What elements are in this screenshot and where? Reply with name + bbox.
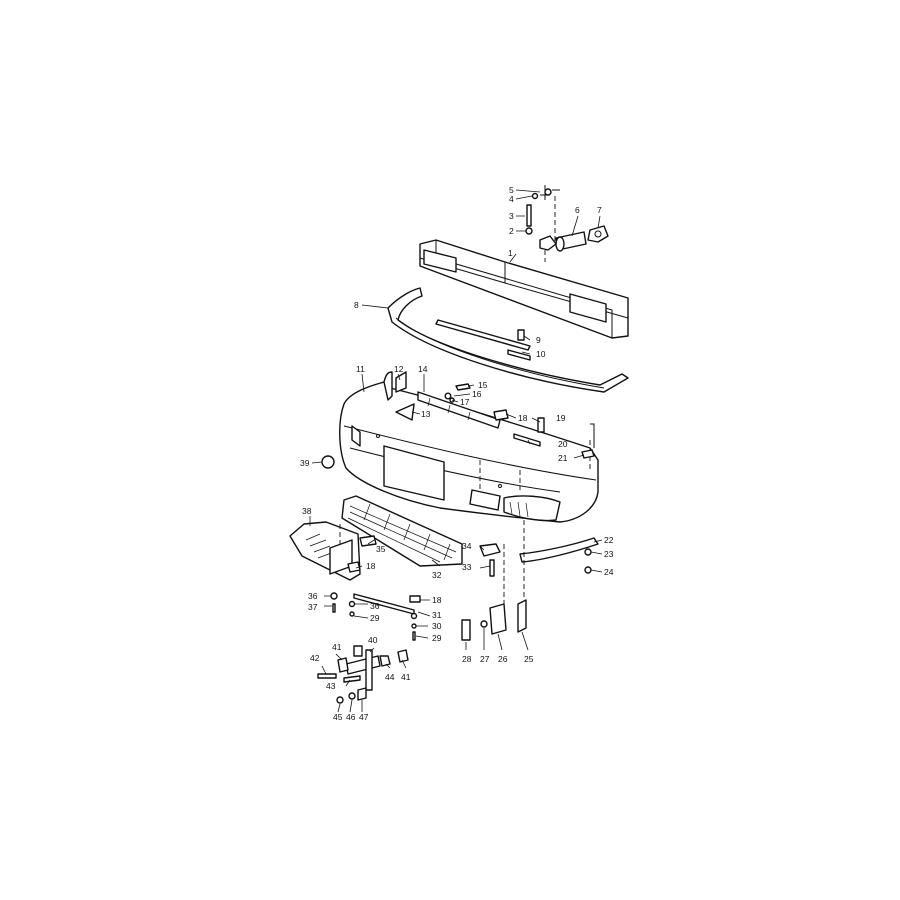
leader-lines bbox=[309, 189, 603, 713]
callout-18c: 18 bbox=[432, 595, 442, 605]
callout-24: 24 bbox=[604, 567, 614, 577]
upper-trim-strip bbox=[387, 287, 629, 393]
grille bbox=[341, 495, 463, 567]
callout-1: 1 bbox=[508, 248, 513, 258]
callout-19: 19 bbox=[556, 413, 566, 423]
callout-16: 16 bbox=[472, 389, 482, 399]
callout-38: 38 bbox=[302, 506, 312, 516]
callout-34: 34 bbox=[462, 541, 472, 551]
callout-13: 13 bbox=[421, 409, 431, 419]
callout-45: 45 bbox=[333, 712, 343, 722]
cap-plug bbox=[321, 455, 335, 469]
undertray bbox=[289, 521, 361, 581]
callout-9: 9 bbox=[536, 335, 541, 345]
callout-8: 8 bbox=[354, 300, 359, 310]
lower-mount bbox=[317, 645, 409, 704]
callout-41b: 41 bbox=[401, 672, 411, 682]
callout-20: 20 bbox=[558, 439, 568, 449]
callout-29a: 29 bbox=[370, 613, 380, 623]
cover-fasteners bbox=[444, 383, 595, 459]
callout-46: 46 bbox=[346, 712, 356, 722]
callout-28: 28 bbox=[462, 654, 472, 664]
callout-42: 42 bbox=[310, 653, 320, 663]
callout-15: 15 bbox=[478, 380, 488, 390]
callout-23: 23 bbox=[604, 549, 614, 559]
callout-40: 40 bbox=[368, 635, 378, 645]
callout-12: 12 bbox=[394, 364, 404, 374]
callout-14: 14 bbox=[418, 364, 428, 374]
callout-36b: 36 bbox=[370, 601, 380, 611]
callout-31: 31 bbox=[432, 610, 442, 620]
callout-5: 5 bbox=[509, 185, 514, 195]
callout-7: 7 bbox=[597, 205, 602, 215]
trim-retainer bbox=[435, 319, 531, 361]
callout-25: 25 bbox=[524, 654, 534, 664]
callout-22: 22 bbox=[604, 535, 614, 545]
bumper-cover bbox=[339, 371, 599, 523]
callout-35: 35 bbox=[376, 544, 386, 554]
grille-clip bbox=[479, 543, 501, 577]
mount-hardware bbox=[525, 185, 609, 262]
callout-41a: 41 bbox=[332, 642, 342, 652]
side-bracket bbox=[461, 520, 527, 641]
callout-37: 37 bbox=[308, 602, 318, 612]
undertray-brackets bbox=[330, 535, 377, 617]
callout-44: 44 bbox=[385, 672, 395, 682]
bumper-beam bbox=[419, 239, 629, 339]
callout-labels: 1 2 3 4 5 6 7 8 9 10 11 12 13 14 15 16 1… bbox=[300, 185, 614, 722]
callout-21: 21 bbox=[558, 453, 568, 463]
callout-11: 11 bbox=[356, 364, 365, 374]
callout-6: 6 bbox=[575, 205, 580, 215]
callout-26: 26 bbox=[498, 654, 508, 664]
callout-33: 33 bbox=[462, 562, 472, 572]
cover-brackets bbox=[395, 371, 501, 429]
lower-spoiler bbox=[519, 537, 599, 574]
callout-4: 4 bbox=[509, 194, 514, 204]
callout-30: 30 bbox=[432, 621, 442, 631]
callout-36a: 36 bbox=[308, 591, 318, 601]
callout-10: 10 bbox=[536, 349, 546, 359]
callout-17: 17 bbox=[460, 397, 470, 407]
callout-18a: 18 bbox=[518, 413, 528, 423]
callout-2: 2 bbox=[509, 226, 514, 236]
callout-18b: 18 bbox=[366, 561, 376, 571]
callout-27: 27 bbox=[480, 654, 490, 664]
callout-3: 3 bbox=[509, 211, 514, 221]
callout-47: 47 bbox=[359, 712, 369, 722]
centre-strap bbox=[353, 593, 421, 641]
callout-32: 32 bbox=[432, 570, 442, 580]
callout-39: 39 bbox=[300, 458, 310, 468]
callout-43: 43 bbox=[326, 681, 336, 691]
callout-29b: 29 bbox=[432, 633, 442, 643]
